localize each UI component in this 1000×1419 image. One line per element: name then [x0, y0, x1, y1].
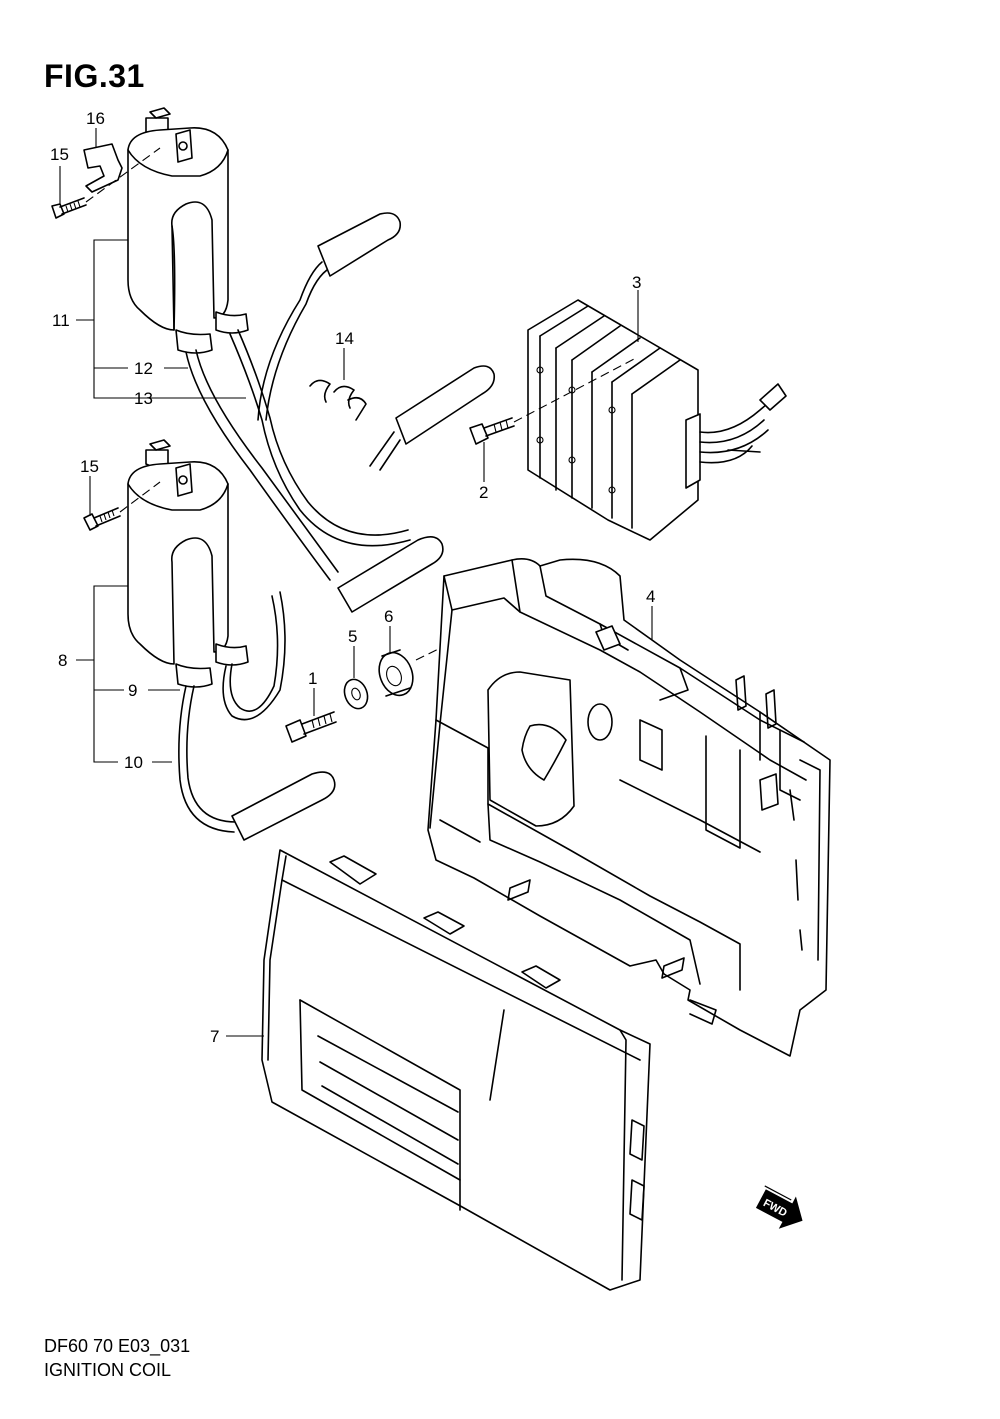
callout-14: 14	[335, 329, 354, 348]
washer-5	[343, 678, 369, 710]
lower-ignition-coil	[83, 439, 249, 688]
fwd-arrow-icon: FWD	[755, 1185, 803, 1229]
callout-3: 3	[632, 273, 641, 292]
callout-15-upper: 15	[50, 145, 69, 164]
callout-8: 8	[58, 651, 67, 670]
upper-ignition-coil	[51, 107, 249, 354]
figure-code: DF60 70 E03_031	[44, 1336, 191, 1356]
callout-12: 12	[134, 359, 153, 378]
igniter-unit	[527, 299, 787, 541]
callout-16: 16	[86, 109, 105, 128]
callout-6: 6	[384, 607, 393, 626]
callout-labels: 16 15 11 12 13 14 3 2 15 8 9 10 1 5 6 4 …	[50, 109, 655, 1046]
grommet-6	[378, 649, 414, 697]
figure-name: IGNITION COIL	[44, 1360, 172, 1380]
callout-9: 9	[128, 681, 137, 700]
upper-coil-leads	[185, 212, 496, 613]
bolt-2	[469, 357, 637, 445]
callout-2: 2	[479, 483, 488, 502]
callout-1: 1	[308, 669, 317, 688]
callout-7: 7	[210, 1027, 219, 1046]
callout-4: 4	[646, 587, 655, 606]
callout-10: 10	[124, 753, 143, 772]
callout-15-lower: 15	[80, 457, 99, 476]
callout-11: 11	[52, 311, 70, 330]
leader-lines	[59, 128, 653, 1037]
ignition-coil-cover	[261, 849, 651, 1291]
ignition-coil-case	[427, 558, 831, 1057]
wire-clip	[309, 379, 367, 421]
bolt-1	[285, 711, 337, 743]
figure-title: FIG.31	[44, 58, 145, 94]
callout-5: 5	[348, 627, 357, 646]
callout-13: 13	[134, 389, 153, 408]
lower-coil-leads	[178, 591, 336, 841]
